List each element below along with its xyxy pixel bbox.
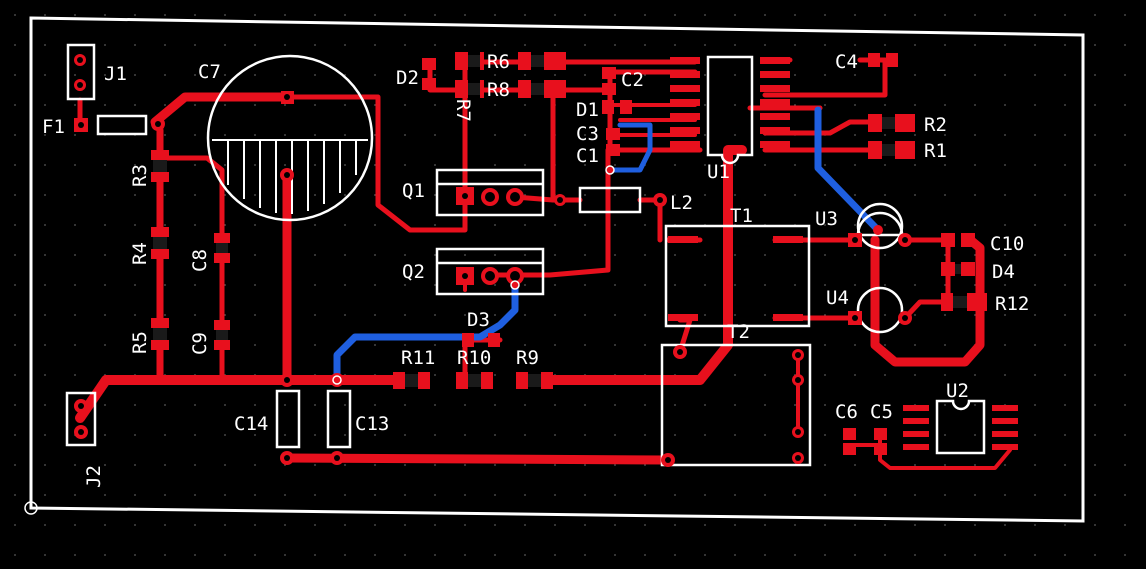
label-d3: D3 (467, 309, 490, 331)
u1-outline (706, 55, 754, 165)
label-r12: R12 (995, 293, 1029, 315)
label-c9: C9 (189, 332, 211, 355)
label-r5: R5 (129, 331, 151, 354)
label-r7: R7 (452, 99, 474, 122)
label-q2: Q2 (402, 261, 425, 283)
label-f1: F1 (42, 116, 65, 138)
label-d1: D1 (576, 99, 599, 121)
label-u4: U4 (826, 287, 849, 309)
label-u2: U2 (946, 380, 969, 402)
c13-outline (326, 389, 352, 449)
label-c13: C13 (355, 413, 389, 435)
board-outline (29, 16, 1085, 523)
label-r6: R6 (487, 51, 510, 73)
label-c7: C7 (198, 61, 221, 83)
label-r1: R1 (924, 140, 947, 162)
designators: J1 J2 F1 C7 R3 R4 R5 C8 C9 C14 C13 D2 R6… (42, 51, 1029, 488)
u2-outline (935, 399, 986, 455)
u4-outline (856, 286, 904, 334)
label-j1: J1 (104, 63, 127, 85)
j1-outline (66, 43, 96, 101)
label-q1: Q1 (402, 180, 425, 202)
label-r2: R2 (924, 114, 947, 136)
origin-marker (24, 501, 38, 515)
label-t1: T1 (730, 205, 753, 227)
label-r4: R4 (129, 242, 151, 265)
smd-parts (151, 52, 1018, 455)
l2-body (578, 186, 642, 214)
c14-outline (275, 389, 301, 449)
label-j2: J2 (83, 465, 105, 488)
label-c8: C8 (189, 249, 211, 272)
label-c6: C6 (835, 401, 858, 423)
label-c3: C3 (576, 123, 599, 145)
bottom-copper-traces (333, 106, 882, 382)
label-r10: R10 (457, 347, 491, 369)
label-d2: D2 (396, 67, 419, 89)
c7-outline (206, 54, 374, 222)
f1-body (96, 114, 148, 136)
label-l2: L2 (670, 192, 693, 214)
label-c2: C2 (621, 69, 644, 91)
label-c1: C1 (576, 145, 599, 167)
label-c4: C4 (835, 51, 858, 73)
label-r3: R3 (129, 164, 151, 187)
label-c5: C5 (870, 401, 893, 423)
label-c14: C14 (234, 413, 268, 435)
t1-outline (664, 224, 811, 328)
u3-outline (856, 211, 904, 237)
label-u3: U3 (815, 208, 838, 230)
q2-outline (435, 247, 545, 296)
label-d4: D4 (992, 261, 1015, 283)
label-c10: C10 (990, 233, 1024, 255)
j2-outline (65, 391, 97, 447)
t2-outline (660, 343, 812, 467)
label-r9: R9 (516, 347, 539, 369)
top-copper-traces (75, 57, 1012, 470)
label-u1: U1 (707, 161, 730, 183)
label-r8: R8 (487, 79, 510, 101)
label-r11: R11 (401, 347, 435, 369)
through-hole-pads (74, 54, 912, 467)
label-t2: T2 (727, 321, 750, 343)
q1-outline (435, 168, 545, 217)
